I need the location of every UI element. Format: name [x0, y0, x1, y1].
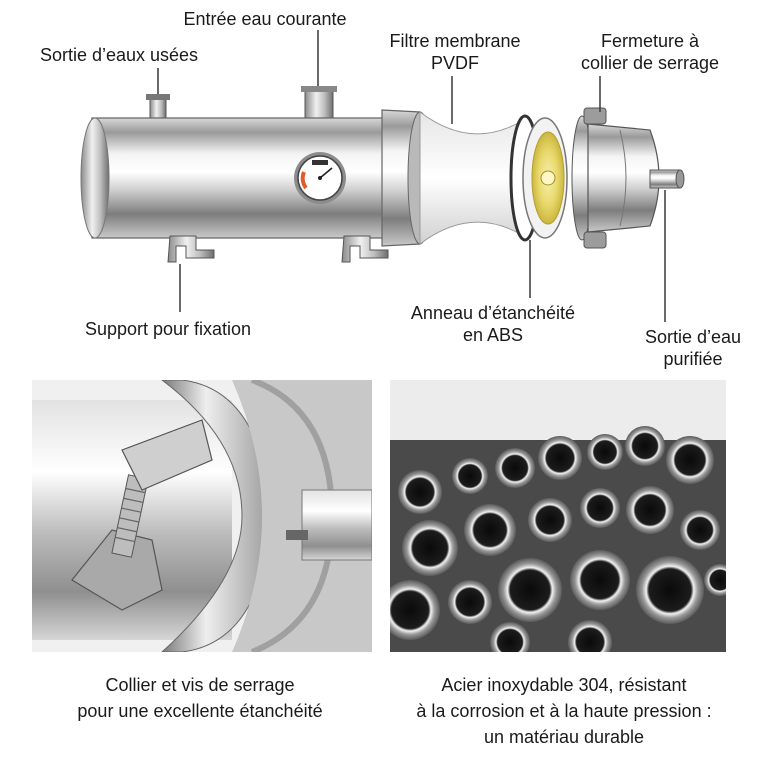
pipe-end: [448, 580, 492, 624]
clamp-label-line2: collier de serrage: [580, 53, 720, 73]
bracket-label: Support pour fixation: [84, 319, 252, 339]
membrane-label-line2: PVDF: [430, 53, 479, 73]
pipe-end: [402, 520, 458, 576]
seal-label-line1: Anneau d’étanchéité: [410, 303, 576, 323]
seal-label: Anneau d’étanchéité en ABS: [388, 302, 598, 346]
mounting-bracket-right: [341, 235, 389, 263]
clamp-label: Fermeture à collier de serrage: [560, 30, 740, 74]
abs-seal-ring: [522, 117, 568, 239]
clamp-label-line1: Fermeture à: [600, 31, 700, 51]
pipe-end: [398, 470, 442, 514]
pipe-end: [498, 558, 562, 622]
pvdf-membrane: [419, 110, 541, 246]
clamp-caption-line2: pour une excellente étanchéité: [77, 701, 323, 721]
wastewater-label: Sortie d’eaux usées: [39, 45, 199, 65]
pipe-end: [625, 426, 665, 466]
pipe-end: [568, 620, 612, 652]
pipe-end: [636, 556, 704, 624]
seal-label-line2: en ABS: [462, 325, 524, 345]
outlet-label: Sortie d’eau purifiée: [628, 326, 758, 370]
steel-pipes-photo: [390, 380, 726, 652]
pipe-end: [390, 580, 440, 640]
pressure-gauge-icon: [294, 152, 346, 204]
purified-outlet-port: [649, 169, 685, 189]
wastewater-port: [146, 94, 170, 119]
inlet-label: Entrée eau courante: [183, 9, 347, 29]
inlet-port: [301, 86, 337, 119]
steel-caption-line3: un matériau durable: [483, 727, 645, 747]
pipe-end: [680, 510, 720, 550]
pipe-end: [570, 550, 630, 610]
clamp-caption: Collier et vis de serrage pour une excel…: [30, 672, 370, 724]
filter-exploded-diagram: [0, 0, 768, 370]
mounting-bracket-left: [167, 235, 215, 263]
clamp-end-cap: [571, 107, 660, 249]
outlet-label-line1: Sortie d’eau: [644, 327, 742, 347]
pipe-end: [666, 436, 714, 484]
pipe-end: [490, 622, 530, 652]
pipe-end: [528, 498, 572, 542]
pipe-end: [452, 458, 488, 494]
pipe-end: [495, 448, 535, 488]
clamp-caption-line1: Collier et vis de serrage: [105, 675, 295, 695]
steel-caption-line2: à la corrosion et à la haute pression :: [416, 701, 712, 721]
pipe-end: [538, 436, 582, 480]
steel-caption-line1: Acier inoxydable 304, résistant: [441, 675, 687, 695]
clamp-closeup-photo: [32, 380, 372, 652]
pipe-end: [580, 488, 620, 528]
membrane-label: Filtre membrane PVDF: [370, 30, 540, 74]
outlet-label-line2: purifiée: [663, 349, 723, 369]
filter-housing: [80, 109, 433, 247]
membrane-label-line1: Filtre membrane: [389, 31, 521, 51]
pipe-end: [704, 564, 726, 596]
steel-caption: Acier inoxydable 304, résistant à la cor…: [378, 672, 750, 750]
pipe-end: [587, 434, 623, 470]
pipe-end: [626, 486, 674, 534]
pipe-end: [464, 504, 516, 556]
